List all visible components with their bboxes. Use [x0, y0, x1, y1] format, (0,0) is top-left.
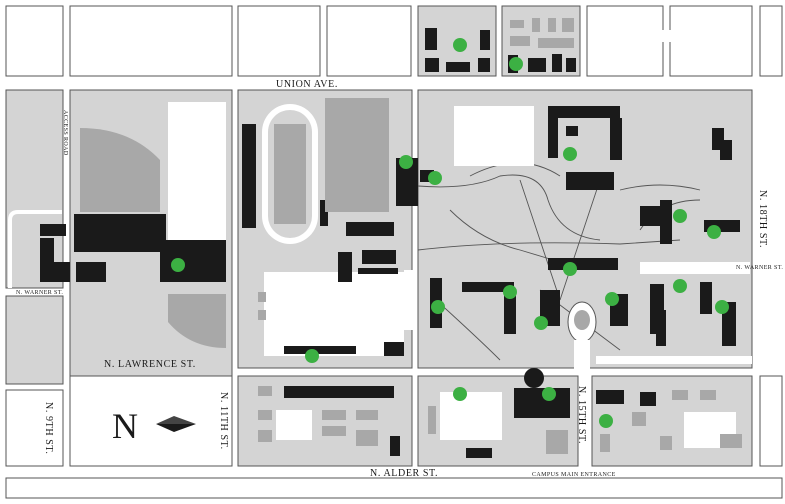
stadium-area — [242, 98, 416, 356]
location-marker[interactable] — [503, 285, 517, 299]
compass: N — [112, 406, 196, 446]
block-west-bottom — [5, 295, 64, 385]
location-marker[interactable] — [171, 258, 185, 272]
bottom-block-buildings — [258, 368, 742, 458]
location-marker[interactable] — [428, 171, 442, 185]
campus-main-entrance-label: CAMPUS MAIN ENTRANCE — [532, 472, 616, 478]
location-marker[interactable] — [431, 300, 445, 314]
north-arrow-icon — [156, 424, 196, 432]
location-marker[interactable] — [534, 316, 548, 330]
location-marker[interactable] — [542, 387, 556, 401]
street-n-warner-left: N. WARNER ST. — [16, 290, 63, 296]
street-n-9th: N. 9TH ST. — [43, 402, 54, 454]
street-access-road: ACCESS ROAD — [62, 110, 68, 156]
location-marker[interactable] — [453, 38, 467, 52]
location-marker[interactable] — [715, 300, 729, 314]
location-markers — [171, 38, 729, 428]
location-marker[interactable] — [673, 279, 687, 293]
location-marker[interactable] — [453, 387, 467, 401]
location-marker[interactable] — [305, 349, 319, 363]
location-marker[interactable] — [605, 292, 619, 306]
location-marker[interactable] — [707, 225, 721, 239]
street-n-warner-right: N. WARNER ST. — [736, 265, 783, 271]
location-marker[interactable] — [673, 209, 687, 223]
street-n-18th: N. 18TH ST. — [757, 190, 768, 248]
street-n-15th: N. 15TH ST. — [576, 386, 587, 444]
compass-north-label: N — [112, 406, 138, 446]
block-west-top — [5, 89, 64, 289]
location-marker[interactable] — [399, 155, 413, 169]
street-union-ave: UNION AVE. — [276, 79, 338, 90]
athletics-features — [8, 102, 226, 348]
street-n-lawrence: N. LAWRENCE ST. — [104, 359, 196, 370]
location-marker[interactable] — [599, 414, 613, 428]
street-n-11th: N. 11TH ST. — [218, 392, 229, 450]
location-marker[interactable] — [563, 147, 577, 161]
street-n-alder: N. ALDER ST. — [370, 468, 438, 479]
location-marker[interactable] — [509, 57, 523, 71]
top-block-buildings — [425, 18, 672, 73]
location-marker[interactable] — [563, 262, 577, 276]
